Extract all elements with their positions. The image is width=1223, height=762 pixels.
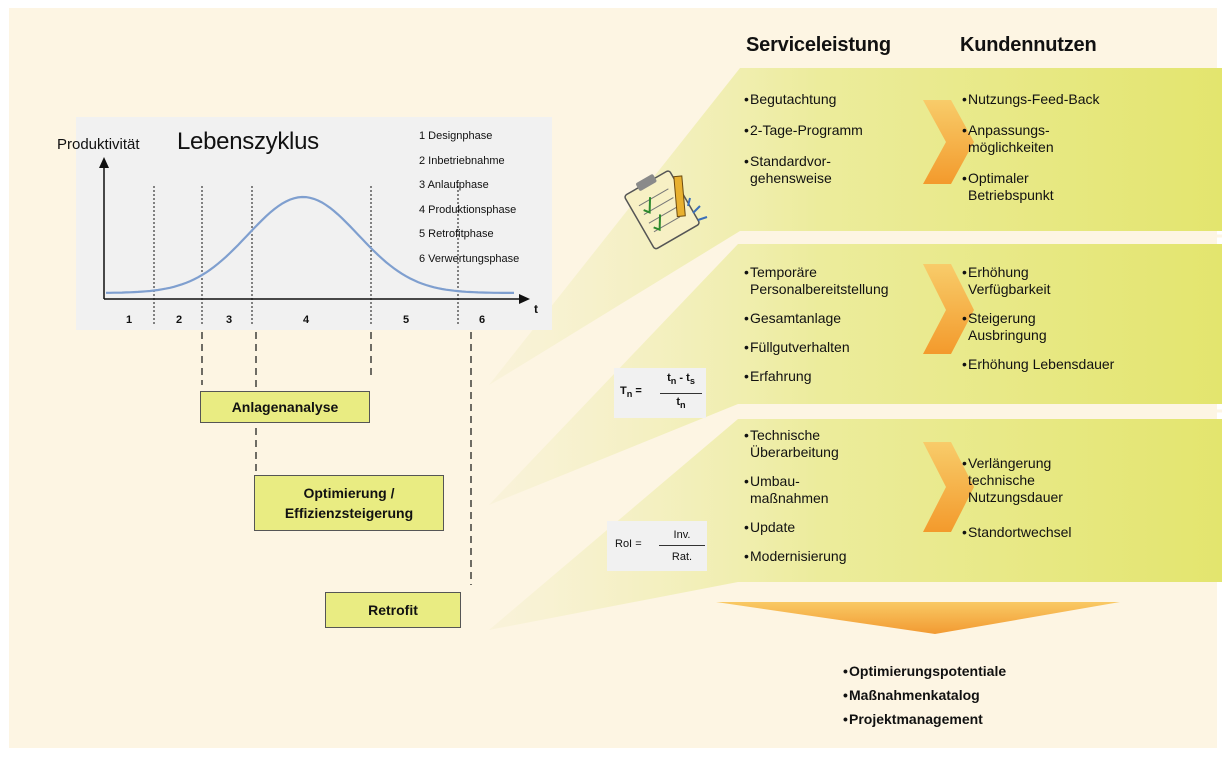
legend-item: 6 Verwertungsphase	[419, 252, 520, 265]
legend-item: 2 Inbetriebnahme	[419, 154, 505, 167]
list-item: •Steigerung Ausbringung	[962, 310, 1047, 343]
band-3-chevron-arrow-icon	[923, 442, 974, 532]
band-2-services: •Temporäre Personalbereitstellung •Gesam…	[744, 264, 889, 385]
band-3-services: •Technische Überarbeitung •Umbau- maßnah…	[744, 427, 847, 565]
x-axis-arrowhead-icon	[519, 294, 530, 304]
list-item: •Erfahrung	[744, 368, 812, 384]
band-1-chevron-arrow-icon	[923, 100, 974, 184]
phase-box-optimierung: Optimierung / Effizienzsteigerung	[254, 475, 444, 531]
list-item: •Optimaler Betriebspunkt	[962, 170, 1054, 203]
band-1-services: •Begutachtung •2-Tage-Programm •Standard…	[744, 91, 863, 187]
phase-number-1: 1	[125, 314, 133, 326]
chart-y-axis-label: Produktivität	[57, 136, 140, 153]
outcome-list: •Optimierungspotentiale •Maßnahmenkatalo…	[843, 659, 1006, 731]
phase-box-anlagenanalyse: Anlagenanalyse	[200, 391, 370, 423]
list-item: •Update	[744, 519, 796, 535]
service-column-heading: Serviceleistung	[746, 34, 891, 56]
band-2-chevron-arrow-icon	[923, 264, 974, 354]
list-item: •Modernisierung	[744, 548, 847, 564]
lifecycle-curve	[106, 195, 514, 294]
chart-title: Lebenszyklus	[177, 128, 319, 155]
chart-x-axis-label: t	[534, 302, 538, 316]
band-2-ray	[489, 244, 1222, 505]
band-3-benefits: •Verlängerung technische Nutzungsdauer •…	[962, 455, 1072, 541]
list-item: •Nutzungs-Feed-Back	[962, 91, 1100, 107]
legend-item: 3 Anlaufphase	[419, 179, 489, 192]
list-item: •Projektmanagement	[843, 711, 983, 727]
band-1-ray	[489, 68, 1222, 385]
phase-number-5: 5	[402, 314, 410, 326]
phase-number-6: 6	[478, 314, 486, 326]
list-item: •Füllgutverhalten	[744, 339, 850, 355]
band-3-ray	[489, 419, 1222, 630]
list-item: •Anpassungs- möglichkeiten	[962, 122, 1054, 155]
phase-number-2: 2	[175, 314, 183, 326]
list-item: •Maßnahmenkatalog	[843, 687, 980, 703]
list-item: •Begutachtung	[744, 91, 837, 107]
list-item: •Standortwechsel	[962, 524, 1072, 540]
legend-item: 4 Produktionsphase	[419, 203, 517, 216]
list-item: •2-Tage-Programm	[744, 122, 863, 138]
list-item: •Standardvor- gehensweise	[744, 153, 832, 186]
list-item: •Gesamtanlage	[744, 310, 842, 326]
list-item: •Erhöhung Lebensdauer	[962, 356, 1115, 372]
formula-roi: RoI = Inv. Rat.	[607, 521, 707, 571]
sparkle-icon	[687, 197, 708, 221]
list-item: •Erhöhung Verfügbarkeit	[962, 264, 1051, 297]
formula-tn: Tn = tn - ts tn	[614, 368, 706, 418]
legend-item: 1 Designphase	[419, 130, 493, 142]
y-axis-arrowhead-icon	[99, 157, 109, 168]
band-2-benefits: •Erhöhung Verfügbarkeit •Steigerung Ausb…	[962, 264, 1114, 373]
list-item: •Verlängerung technische Nutzungsdauer	[962, 455, 1063, 505]
list-item: •Technische Überarbeitung	[744, 427, 839, 460]
outcome-funnel-arrow-icon	[716, 602, 1120, 634]
phase-box-retrofit: Retrofit	[325, 592, 461, 628]
lifecycle-chart-panel	[76, 117, 552, 330]
phase-legend: 1 Designphase 2 Inbetriebnahme 3 Anlaufp…	[419, 124, 519, 272]
list-item: •Temporäre Personalbereitstellung	[744, 264, 889, 297]
list-item: •Optimierungspotentiale	[843, 663, 1007, 679]
legend-item: 5 Retrofitphase	[419, 228, 494, 241]
phase-number-4: 4	[302, 314, 310, 326]
band-1-benefits: •Nutzungs-Feed-Back •Anpassungs- möglich…	[962, 91, 1100, 204]
clipboard-checklist-icon	[624, 170, 700, 250]
phase-number-3: 3	[225, 314, 233, 326]
list-item: •Umbau- maßnahmen	[744, 473, 829, 506]
benefit-column-heading: Kundennutzen	[960, 34, 1097, 56]
